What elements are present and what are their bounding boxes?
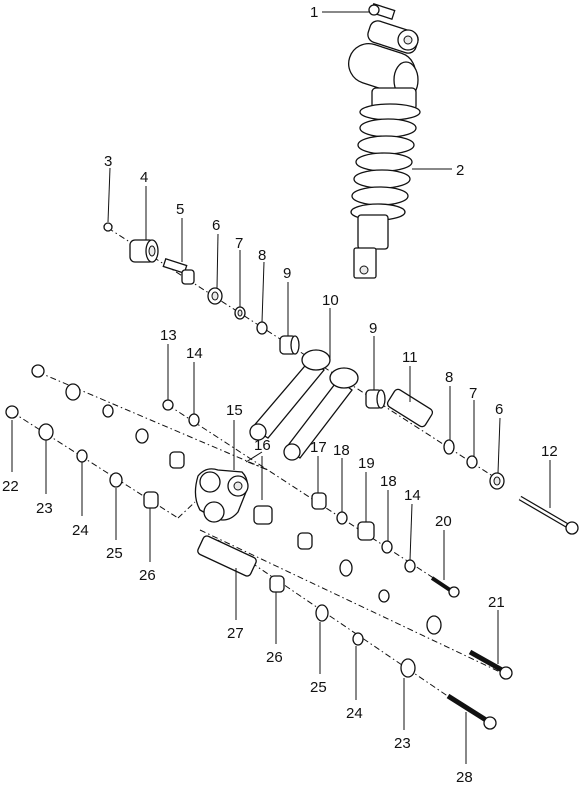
part-22-nut-bottom <box>5 405 19 419</box>
part-27-sleeve <box>197 535 257 577</box>
callout-26: 26 <box>139 567 156 584</box>
part-16-bushing <box>253 456 273 525</box>
callout-7: 7 <box>235 235 243 252</box>
assembly-axes <box>11 227 506 719</box>
part-18-seal-lower <box>381 540 393 554</box>
leader-lines <box>11 11 551 764</box>
callout-8: 8 <box>258 247 266 264</box>
callout-15: 15 <box>226 402 243 419</box>
part-4-bushing <box>129 239 159 263</box>
callout-3: 3 <box>104 153 112 170</box>
part-1-bolt <box>368 2 396 20</box>
callout-14: 14 <box>404 487 421 504</box>
part-24-seal-lower-a <box>378 589 390 603</box>
callout-9: 9 <box>369 320 377 337</box>
callout-6: 6 <box>495 401 503 418</box>
part-8-ring-upper <box>256 321 268 335</box>
callout-14: 14 <box>186 345 203 362</box>
callout-12: 12 <box>541 443 558 460</box>
callout-17: 17 <box>310 439 327 456</box>
part-7-seal-right <box>466 455 478 469</box>
callout-1: 1 <box>310 4 318 21</box>
part-5-bolt <box>162 257 195 285</box>
part-24-seal-bottom <box>76 449 88 463</box>
part-12-long-bolt <box>518 495 579 535</box>
callout-24: 24 <box>72 522 89 539</box>
callout-11: 11 <box>402 349 418 366</box>
part-9-bushing-right <box>365 389 386 409</box>
callout-28: 28 <box>456 769 473 786</box>
part-26-bushing-top <box>169 451 185 469</box>
callout-21: 21 <box>488 594 505 611</box>
callout-2: 2 <box>456 162 464 179</box>
part-26-bushing-lower-a <box>297 532 313 550</box>
part-26-bushing-bottom <box>143 491 159 509</box>
callout-6: 6 <box>212 217 220 234</box>
callout-16: 16 <box>254 437 271 454</box>
part-13-nut <box>162 399 174 411</box>
callout-10: 10 <box>322 292 339 309</box>
callout-26: 26 <box>266 649 283 666</box>
part-23-washer-lower-b <box>400 658 416 678</box>
part-22-nut-top <box>31 364 45 378</box>
callout-labels: 1 2 3 4 5 6 7 8 9 10 9 11 8 7 6 12 13 14… <box>2 4 558 786</box>
callout-18: 18 <box>380 473 397 490</box>
part-3-nut <box>103 222 113 232</box>
callout-8: 8 <box>445 369 453 386</box>
callout-18: 18 <box>333 442 350 459</box>
part-2-shock-absorber <box>348 20 452 279</box>
part-20-bolt <box>430 576 460 598</box>
callout-23: 23 <box>36 500 53 517</box>
part-19-bushing <box>357 521 375 541</box>
callout-19: 19 <box>358 455 375 472</box>
part-10-link-arm <box>249 308 359 461</box>
part-14-washer-left <box>188 413 200 427</box>
callout-24: 24 <box>346 705 363 722</box>
callout-5: 5 <box>176 201 184 218</box>
callout-23: 23 <box>394 735 411 752</box>
callout-20: 20 <box>435 513 452 530</box>
part-15-linkage-body <box>194 420 263 523</box>
part-18-seal-upper <box>336 511 348 525</box>
part-25-ring-lower-a <box>339 559 353 577</box>
part-7-seal-upper <box>234 306 246 320</box>
part-28-bolt <box>446 693 497 730</box>
part-21-bolt <box>468 649 513 680</box>
part-6-washer-right <box>489 472 505 490</box>
callout-22: 22 <box>2 478 19 495</box>
callout-13: 13 <box>160 327 177 344</box>
part-25-ring-top <box>135 428 149 444</box>
part-8-ring-right <box>443 439 455 455</box>
part-11-sleeve <box>386 388 434 428</box>
callout-25: 25 <box>310 679 327 696</box>
part-24-seal-top <box>102 404 114 418</box>
part-23-washer-top <box>65 383 81 401</box>
part-9-bushing-upper <box>279 335 300 355</box>
callout-7: 7 <box>469 385 477 402</box>
callout-4: 4 <box>140 169 148 186</box>
part-25-ring-bottom <box>109 472 123 488</box>
part-26-bushing-lower-b <box>269 575 285 593</box>
part-17-bushing <box>311 492 327 510</box>
part-23-washer-lower-a <box>426 615 442 635</box>
callout-25: 25 <box>106 545 123 562</box>
callout-9: 9 <box>283 265 291 282</box>
part-25-ring-lower-b <box>315 604 329 622</box>
part-6-washer-upper <box>207 287 223 305</box>
part-14-washer-right <box>404 559 416 573</box>
callout-27: 27 <box>227 625 244 642</box>
part-23-washer-bottom <box>38 423 54 441</box>
part-24-seal-lower-b <box>352 632 364 646</box>
